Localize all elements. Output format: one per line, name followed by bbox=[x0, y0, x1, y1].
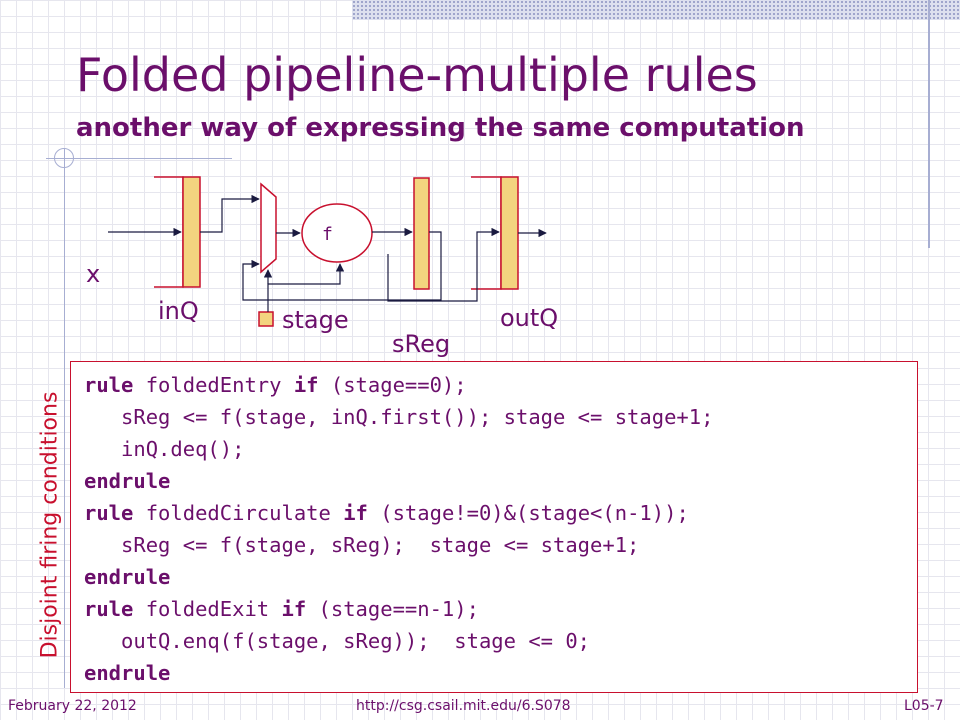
footer-page-number: L05-7 bbox=[904, 698, 944, 714]
outq-label: outQ bbox=[500, 304, 559, 332]
code-text: (stage==n-1); bbox=[306, 597, 479, 621]
code-keyword: if bbox=[281, 597, 307, 621]
code-keyword: endrule bbox=[84, 469, 171, 493]
code-line: endrule bbox=[84, 561, 917, 593]
code-line: inQ.deq(); bbox=[84, 433, 917, 465]
code-keyword: endrule bbox=[84, 565, 171, 589]
code-keyword: rule bbox=[84, 373, 134, 397]
sreg-label: sReg bbox=[392, 330, 451, 358]
function-f-node bbox=[301, 203, 373, 263]
pipeline-diagram: f bbox=[108, 176, 547, 327]
code-line: rule foldedExit if (stage==n-1); bbox=[84, 593, 917, 625]
code-text: foldedCirculate bbox=[133, 501, 344, 525]
slide-title: Folded pipeline-multiple rules bbox=[76, 48, 758, 102]
footer-date: February 22, 2012 bbox=[8, 698, 137, 714]
code-line: sReg <= f(stage, inQ.first()); stage <= … bbox=[84, 401, 917, 433]
inq-label: inQ bbox=[158, 297, 199, 325]
code-text: foldedExit bbox=[133, 597, 282, 621]
code-text: inQ.deq(); bbox=[84, 437, 245, 461]
code-keyword: endrule bbox=[84, 661, 171, 685]
code-keyword: if bbox=[293, 373, 319, 397]
code-keyword: rule bbox=[84, 597, 134, 621]
code-text: sReg <= f(stage, inQ.first()); stage <= … bbox=[84, 405, 714, 429]
decorative-line-title bbox=[46, 158, 232, 159]
stage-label: stage bbox=[282, 306, 349, 334]
decorative-line-left bbox=[64, 148, 65, 688]
outq-register bbox=[471, 176, 519, 290]
corner-decoration bbox=[352, 0, 960, 20]
code-text: (stage==0); bbox=[318, 373, 467, 397]
code-block: rule foldedEntry if (stage==0); sReg <= … bbox=[70, 361, 918, 693]
code-line: rule foldedCirculate if (stage!=0)&(stag… bbox=[84, 497, 917, 529]
code-text: sReg <= f(stage, sReg); stage <= stage+1… bbox=[84, 533, 640, 557]
code-line: rule foldedEntry if (stage==0); bbox=[84, 369, 917, 401]
code-text: (stage!=0)&(stage<(n-1)); bbox=[367, 501, 689, 525]
code-line: sReg <= f(stage, sReg); stage <= stage+1… bbox=[84, 529, 917, 561]
wires bbox=[108, 194, 547, 312]
decorative-line-right bbox=[928, 0, 930, 248]
code-line: endrule bbox=[84, 657, 917, 689]
function-f-label: f bbox=[322, 224, 333, 245]
code-line: outQ.enq(f(stage, sReg)); stage <= 0; bbox=[84, 625, 917, 657]
code-keyword: if bbox=[343, 501, 368, 525]
input-x-label: x bbox=[86, 260, 101, 288]
code-text: foldedEntry bbox=[133, 373, 294, 397]
sreg-register bbox=[413, 177, 430, 290]
mux bbox=[260, 182, 277, 274]
code-text: outQ.enq(f(stage, sReg)); stage <= 0; bbox=[84, 629, 591, 653]
slide-subtitle: another way of expressing the same compu… bbox=[76, 113, 805, 143]
stage-register bbox=[258, 311, 274, 327]
footer-url: http://csg.csail.mit.edu/6.S078 bbox=[356, 698, 571, 714]
code-line: endrule bbox=[84, 465, 917, 497]
code-keyword: rule bbox=[84, 501, 134, 525]
disjoint-conditions-label: Disjoint firing conditions bbox=[37, 391, 63, 659]
decorative-circle bbox=[54, 148, 74, 168]
